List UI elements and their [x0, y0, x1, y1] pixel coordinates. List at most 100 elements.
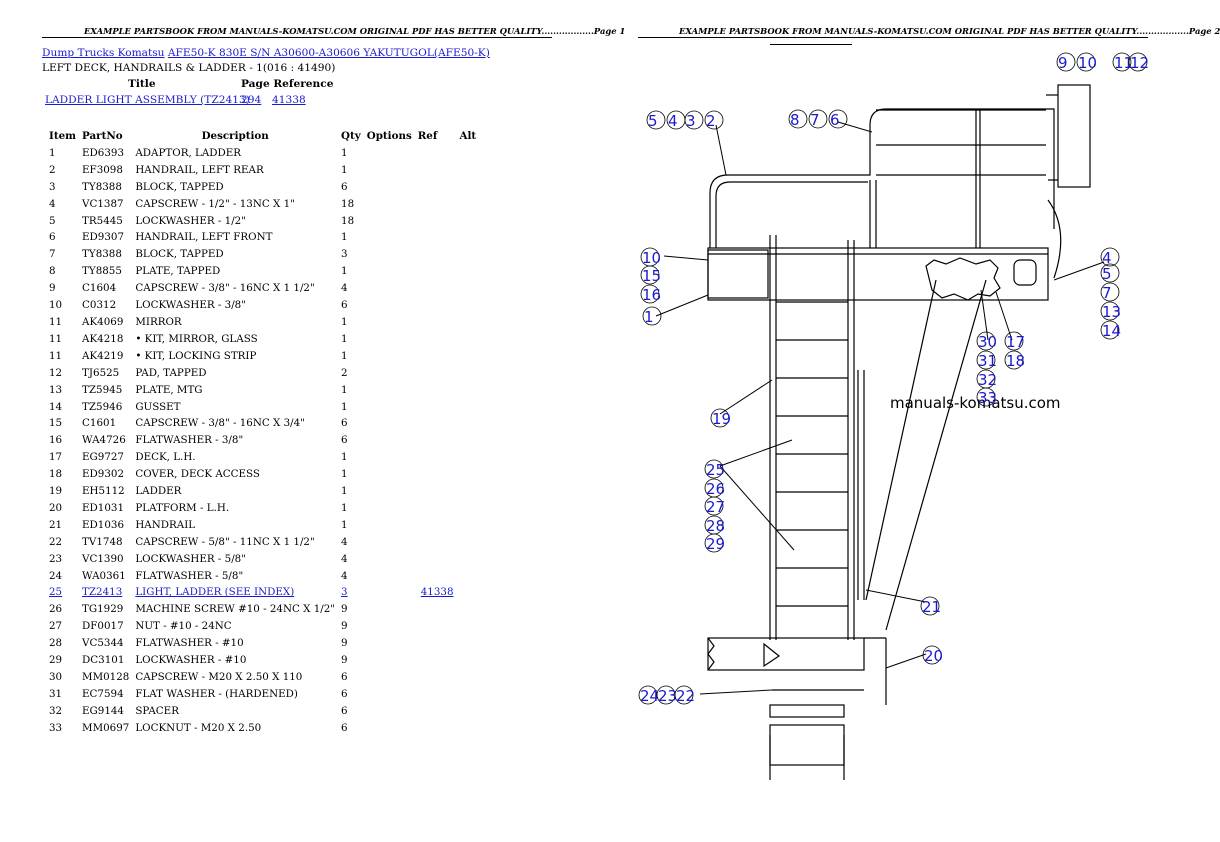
cell-options [364, 331, 415, 348]
cell-ref [415, 686, 457, 703]
cell-options [364, 618, 415, 635]
table-row[interactable]: 25 TZ2413 LIGHT, LADDER (SEE INDEX) 3 41338 [46, 584, 479, 601]
cell-qty: 6 [341, 299, 348, 312]
callout-circle [704, 110, 724, 130]
cell-item: 4 [49, 197, 56, 210]
cell-partno: ED9302 [82, 468, 125, 481]
cell-ref [415, 703, 457, 720]
callout-circle [976, 387, 996, 407]
cell-item: 16 [49, 434, 63, 447]
cell-qty: 1 [341, 468, 348, 481]
cell-partno: ED1031 [82, 501, 125, 514]
callout-label: 10 [642, 249, 661, 267]
cell-item: 30 [49, 671, 63, 683]
cell-description: LOCKWASHER - 1/2" [135, 214, 246, 227]
cell-ref [415, 534, 457, 551]
callout-label: 23 [658, 687, 677, 705]
cell-partno: WA4726 [82, 434, 126, 447]
cell-qty: 18 [341, 214, 355, 227]
cell-alt [457, 382, 480, 399]
cell-alt [457, 534, 480, 551]
cell-item: 8 [49, 265, 56, 278]
cell-item: 10 [49, 299, 63, 312]
cell-alt [457, 399, 480, 416]
cell-description: SPACER [135, 704, 179, 717]
breadcrumb-link-model[interactable]: AFE50-K 830E S/N A30600-A30606 YAKUTUGOL… [167, 47, 490, 59]
cell-ref [415, 415, 457, 432]
cell-alt [457, 568, 480, 585]
breadcrumb-link-category[interactable]: Dump Trucks Komatsu [42, 47, 165, 59]
callout-circle [1076, 52, 1096, 72]
cell-ref [415, 568, 457, 585]
cell-options [364, 669, 415, 686]
cell-description[interactable]: LIGHT, LADDER (SEE INDEX) [135, 586, 295, 599]
cell-description: CAPSCREW - 3/8" - 16NC X 1 1/2" [135, 282, 315, 295]
cell-partno: MM0697 [82, 721, 130, 734]
callout-circle [976, 350, 996, 370]
callout-circle [976, 331, 996, 351]
cell-alt [457, 246, 480, 263]
cell-item: 31 [49, 687, 63, 700]
callout-circle [1100, 320, 1120, 340]
cell-item: 24 [49, 569, 63, 582]
cell-partno: ED1036 [82, 518, 125, 531]
cell-qty: 1 [341, 146, 348, 159]
cell-qty: 1 [341, 501, 348, 514]
cell-alt [457, 365, 480, 382]
cell-ref[interactable]: 41338 [420, 586, 454, 599]
cell-alt [457, 145, 480, 162]
cell-alt [457, 483, 480, 500]
cell-item[interactable]: 25 [49, 586, 63, 599]
cell-ref [415, 669, 457, 686]
callout-label: 6 [830, 111, 840, 129]
callout-label: 32 [978, 371, 997, 389]
cell-partno[interactable]: TZ2413 [82, 586, 123, 599]
cell-options [364, 162, 415, 179]
reference-ref-link[interactable]: 41338 [272, 94, 306, 106]
cell-item: 2 [49, 163, 56, 176]
cell-options [364, 601, 415, 618]
cell-ref [415, 348, 457, 365]
cell-options [364, 297, 415, 314]
callout-label: 25 [706, 461, 725, 479]
cell-partno: C1604 [82, 282, 117, 295]
cell-item: 6 [49, 231, 56, 244]
callout-label: 22 [676, 687, 695, 705]
cell-qty: 2 [341, 366, 348, 379]
cell-qty[interactable]: 3 [341, 586, 348, 599]
cell-description: BLOCK, TAPPED [135, 180, 224, 193]
callout-label: 26 [706, 480, 725, 498]
cell-partno: DC3101 [82, 654, 125, 667]
cell-options [364, 314, 415, 331]
callout-label: 7 [810, 111, 820, 129]
reference-title-link[interactable]: LADDER LIGHT ASSEMBLY (TZ2413) [45, 94, 250, 106]
parts-table-header: Item PartNo Description Qty Options Ref … [46, 128, 479, 145]
cell-options [364, 635, 415, 652]
cell-partno: TZ5946 [82, 400, 123, 413]
page1-header: EXAMPLE PARTSBOOK FROM MANUALS-KOMATSU.C… [84, 26, 626, 36]
callout-circle [1004, 331, 1024, 351]
callout-label: 28 [706, 517, 725, 535]
cell-ref [415, 162, 457, 179]
cell-description: LOCKNUT - M20 X 2.50 [135, 721, 262, 734]
cell-description: PAD, TAPPED [135, 366, 207, 379]
cell-alt [457, 686, 480, 703]
cell-qty: 1 [341, 485, 348, 498]
cell-item: 27 [49, 620, 63, 633]
cell-ref [415, 517, 457, 534]
callout-circle [704, 496, 724, 516]
reference-page-link[interactable]: 294 [241, 94, 262, 106]
cell-partno: TV1748 [82, 535, 123, 548]
cell-item: 11 [49, 349, 63, 362]
cell-item: 9 [49, 282, 56, 295]
cell-options [364, 196, 415, 213]
cell-options [364, 280, 415, 297]
